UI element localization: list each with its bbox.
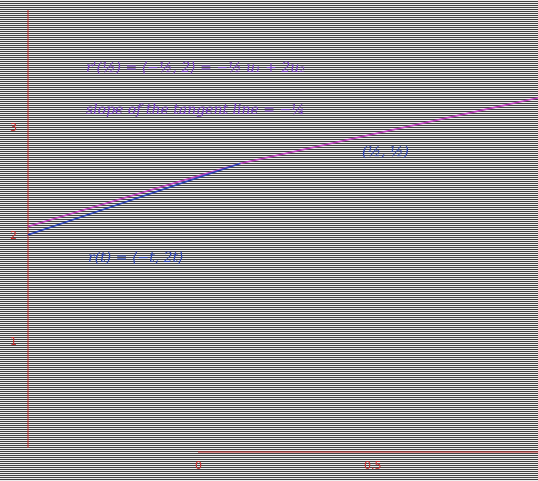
y-tick-label-3: 3: [10, 121, 17, 134]
x-tick-label-0-5: 0.5: [364, 459, 382, 472]
annotation-derivative: r'(½) = ⟨−½, 2⟩ = −½ u₁ + 2u₂: [86, 60, 305, 76]
y-tick-label-2: 2: [10, 229, 17, 242]
series-group: [27, 97, 538, 236]
annotation-point: (½, ½): [362, 144, 409, 160]
annotation-velocity: r(t) = ⟨−t, 2t⟩: [88, 250, 184, 266]
series-line-1: [27, 162, 241, 236]
annotation-slope: slope of the tangent line = −¼: [86, 102, 305, 118]
x-tick-label-0: 0: [195, 459, 202, 472]
y-tick-label-1: 1: [10, 335, 17, 348]
